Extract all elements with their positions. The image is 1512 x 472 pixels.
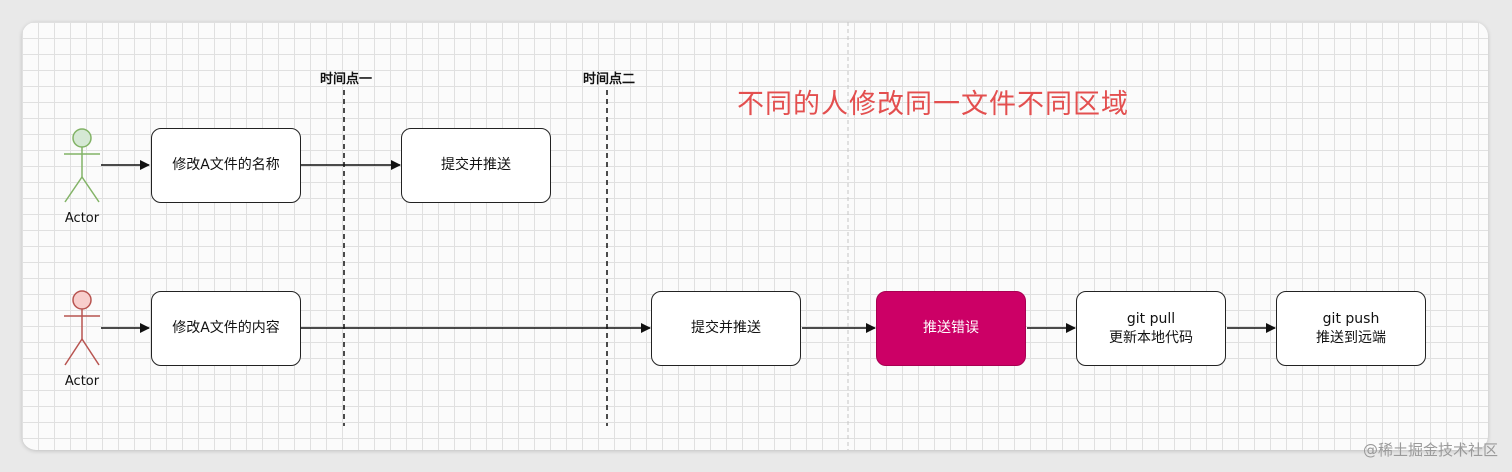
actor-1-figure (64, 128, 100, 203)
diagram-title: 不同的人修改同一文件不同区域 (737, 89, 1129, 120)
row2-step4-line2: 更新本地代码 (1109, 329, 1193, 346)
row2-step1-box: 修改A文件的内容 (151, 291, 301, 366)
row2-push-error-box: 推送错误 (876, 291, 1026, 366)
row1-step2-text: 提交并推送 (441, 157, 511, 173)
row2-git-push-box: git push 推送到远端 (1276, 291, 1426, 366)
row2-step2-text: 提交并推送 (691, 320, 761, 336)
row1-step1-text: 修改A文件的名称 (172, 157, 280, 173)
timepoint-2-label: 时间点二 (583, 72, 636, 87)
row2-step5-line1: git push (1322, 310, 1380, 327)
connectors-layer (64, 22, 1276, 450)
timepoint-1-label: 时间点一 (320, 72, 373, 87)
actor-1-label: Actor (64, 211, 100, 226)
row2-step2-box: 提交并推送 (651, 291, 801, 366)
row1-step1-box: 修改A文件的名称 (151, 128, 301, 203)
row2-step5-line2: 推送到远端 (1316, 329, 1386, 346)
row2-git-pull-box: git pull 更新本地代码 (1076, 291, 1226, 366)
row2-step4-line1: git pull (1126, 310, 1176, 327)
diagram-canvas: 不同的人修改同一文件不同区域 时间点一 时间点二 Actor Actor 修改A… (22, 22, 1488, 450)
actor-2-figure (64, 290, 100, 366)
actor-2-label: Actor (64, 374, 100, 389)
row2-step3-text: 推送错误 (923, 320, 979, 336)
row1-step2-box: 提交并推送 (401, 128, 551, 203)
row2-step1-text: 修改A文件的内容 (172, 320, 280, 336)
watermark: @稀土掘金技术社区 (1362, 441, 1498, 459)
